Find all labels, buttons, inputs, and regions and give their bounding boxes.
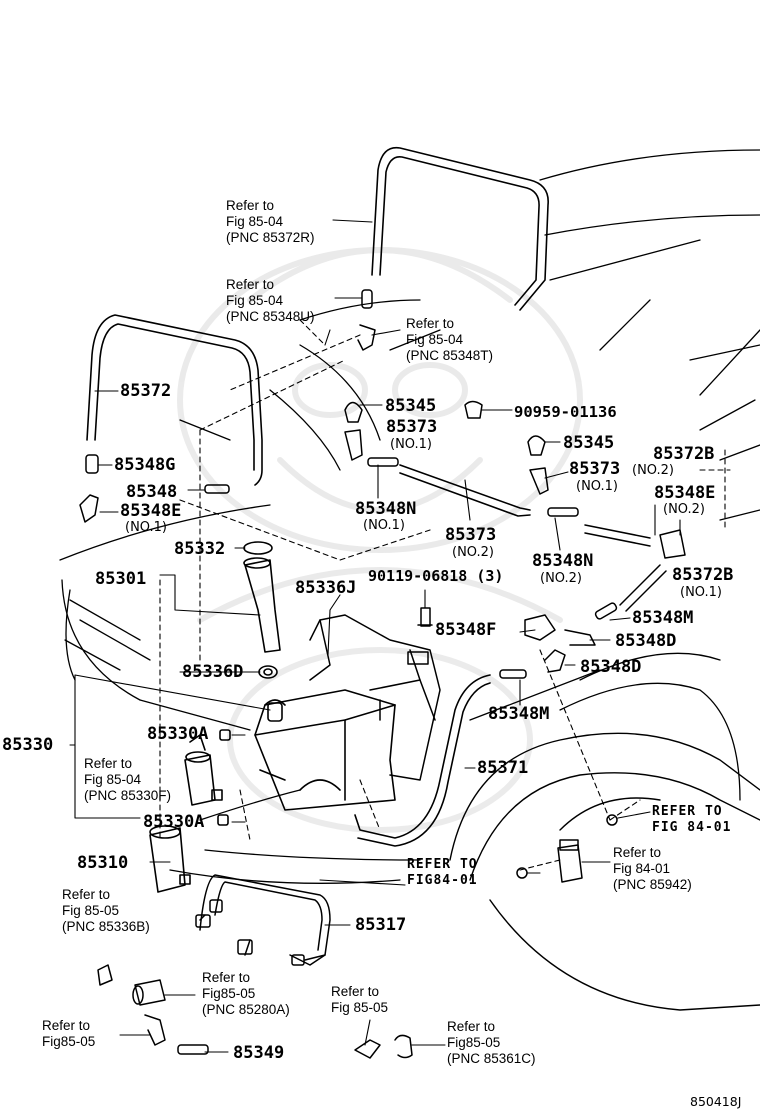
part-85372B-no1-sub: (NO.1): [680, 585, 722, 600]
part-85301-label: 85301: [95, 569, 147, 589]
connectors-left: [79, 289, 399, 523]
washer-tank: [254, 689, 396, 811]
hose-85372: [86, 314, 263, 486]
nozzle-connectors: [344, 400, 546, 456]
part-85330A-a-label: 85330A: [147, 724, 209, 744]
part-85348E-no2-sub: (NO.2): [663, 502, 705, 517]
part-85348E-no1-label: 85348E: [120, 501, 182, 521]
leader-lines: [69, 219, 681, 1053]
part-85348G-label: 85348G: [114, 455, 176, 475]
part-85332-label: 85332: [174, 539, 226, 559]
vehicle-body-lines: [59, 149, 760, 884]
part-85348D-b-label: 85348D: [580, 657, 642, 677]
part-85336D-label: 85336D: [182, 662, 244, 682]
part-85348N-no2-sub: (NO.2): [540, 571, 582, 586]
part-85373-no2-label: 85373: [445, 525, 497, 545]
part-85372-label: 85372: [120, 381, 172, 401]
diagram-id: 850418J: [690, 1094, 742, 1109]
part-90119-label: 90119-06818 (3): [368, 567, 504, 585]
part-85348-label: 85348: [126, 482, 178, 502]
hose-85372R: [371, 146, 549, 311]
part-85330-label: 85330: [2, 735, 54, 755]
part-85371-label: 85371: [477, 758, 529, 778]
part-85373-a-label: 85373: [386, 417, 438, 437]
ref-note-85330F: Refer to Fig 85-04 (PNC 85330F): [84, 756, 172, 803]
watermark-logo: [177, 247, 583, 833]
part-85336J-label: 85336J: [295, 578, 357, 598]
part-85317-label: 85317: [355, 915, 407, 935]
part-90959-label: 90959-01136: [514, 403, 617, 421]
part-85348D-a-label: 85348D: [615, 631, 677, 651]
cap: [243, 541, 273, 555]
part-85372B-no2-label: 85372B: [653, 444, 715, 464]
part-85348E-no2-label: 85348E: [654, 483, 716, 503]
bottom-parts: [97, 814, 618, 1059]
part-85373-b-sub: (NO.1): [576, 479, 618, 494]
ref-note-fig84-01-b: REFER TO FIG84-01: [407, 857, 478, 888]
connectors-right: [417, 467, 686, 679]
part-85372B-no1-label: 85372B: [672, 565, 734, 585]
grommet: [258, 665, 278, 679]
pump-85330F: [184, 734, 223, 806]
tire-outline: [449, 732, 760, 1011]
ref-note-85336B: Refer to Fig 85-05 (PNC 85336B): [62, 887, 150, 934]
filler-neck: [243, 557, 281, 653]
ref-note-85372R: Refer to Fig 85-04 (PNC 85372R): [226, 198, 315, 245]
hose-85373-no2: [399, 464, 531, 517]
part-85345-a-label: 85345: [385, 396, 437, 416]
part-85373-a-sub: (NO.1): [390, 437, 432, 452]
part-85348N-no2-label: 85348N: [532, 551, 594, 571]
ref-note-85348U: Refer to Fig 85-04 (PNC 85348U): [226, 277, 315, 324]
tank-bracket: [309, 614, 441, 781]
ref-note-85280A: Refer to Fig85-05 (PNC 85280A): [202, 970, 290, 1017]
part-85373-no2-sub: (NO.2): [452, 545, 494, 560]
part-85348M-b-label: 85348M: [488, 704, 550, 724]
part-85348F-label: 85348F: [435, 620, 497, 640]
part-85345-b-label: 85345: [563, 433, 615, 453]
part-85348E-no1-sub: (NO.1): [125, 520, 167, 535]
ref-note-fig85-05-a: Refer to Fig85-05: [42, 1018, 96, 1049]
ref-note-fig85-05-b: Refer to Fig 85-05: [331, 984, 389, 1015]
ref-note-85361C: Refer to Fig85-05 (PNC 85361C): [447, 1019, 536, 1066]
hose-85371: [354, 674, 491, 847]
part-85372B-no2-sub: (NO.2): [632, 463, 674, 478]
ref-note-fig84-01-a: REFER TO FIG 84-01: [652, 804, 732, 835]
ref-note-85348T: Refer to Fig 85-04 (PNC 85348T): [406, 316, 494, 363]
dashed-guides: [159, 319, 731, 871]
part-85310-label: 85310: [77, 853, 129, 873]
part-85330A-b-label: 85330A: [143, 812, 205, 832]
ref-note-85942: Refer to Fig 84-01 (PNC 85942): [613, 845, 692, 892]
part-85348M-a-label: 85348M: [632, 608, 694, 628]
part-85373-b-label: 85373: [569, 459, 621, 479]
part-85348N-no1-sub: (NO.1): [363, 518, 405, 533]
part-85349-label: 85349: [233, 1043, 285, 1063]
wire-harness: [195, 874, 331, 966]
part-85348N-no1-label: 85348N: [355, 499, 417, 519]
pump-85310: [149, 825, 191, 893]
grommet-small: [217, 729, 231, 826]
